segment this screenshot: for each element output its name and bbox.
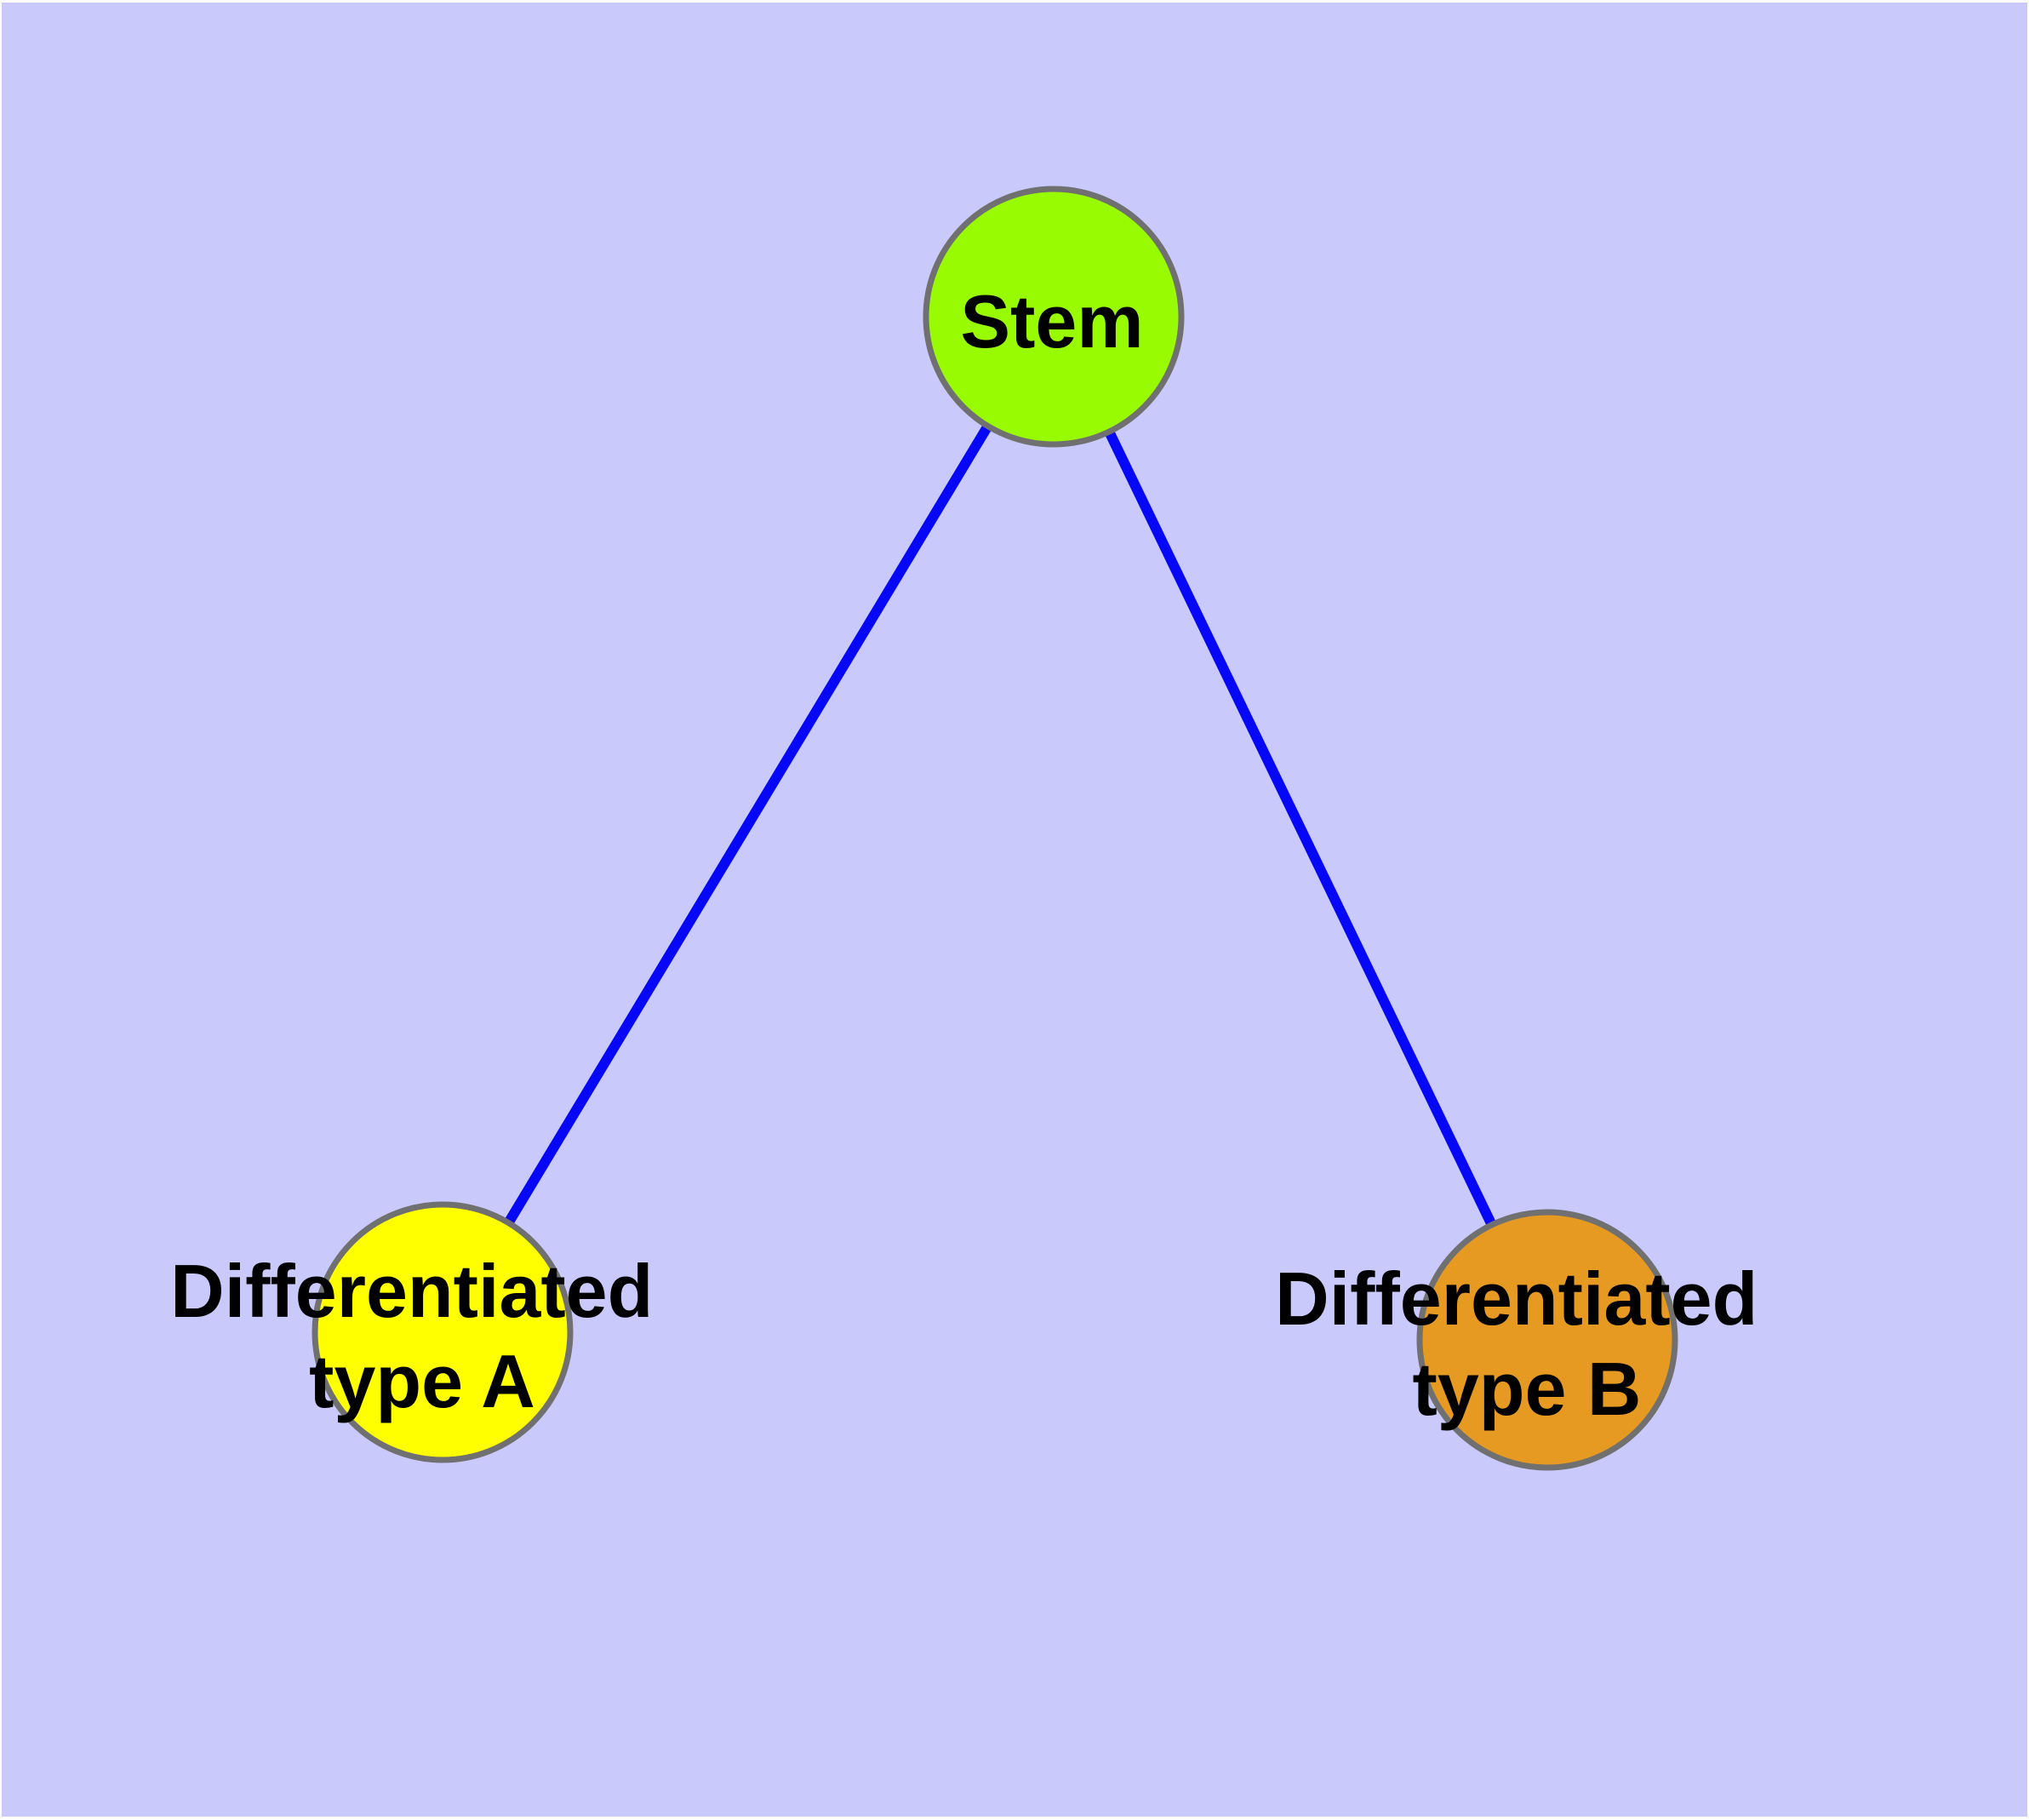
node-stem <box>923 186 1185 448</box>
node-label-line: type A <box>309 1339 535 1423</box>
node-label-differentiated-type-a: Differentiated type A <box>170 1249 674 1423</box>
node-label-line: Differentiated <box>170 1249 653 1333</box>
node-differentiated-type-b <box>1416 1209 1678 1471</box>
node-label-differentiated-type-b: Differentiated type B <box>1275 1256 1779 1431</box>
node-differentiated-type-a <box>311 1201 574 1463</box>
node-label-stem: Stem <box>960 279 1143 363</box>
node-label-line: Stem <box>960 279 1143 363</box>
node-label-line: Differentiated <box>1275 1256 1758 1341</box>
edge-stem-to-type-b <box>1049 314 1552 1342</box>
node-label-line: type B <box>1413 1347 1642 1431</box>
edge-stem-to-type-a <box>437 313 1059 1336</box>
